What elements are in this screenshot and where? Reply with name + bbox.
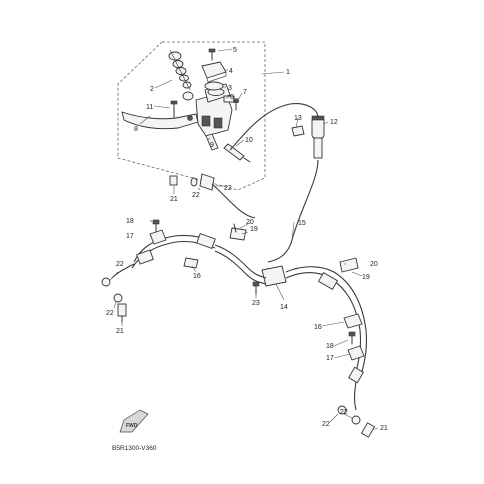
lever-pivot-bolt	[170, 100, 178, 119]
center-hose-b	[214, 250, 267, 285]
fwd-label: FWD	[126, 423, 138, 429]
callout-13: 13	[294, 115, 302, 122]
callout-21-upper: 21	[170, 196, 178, 203]
callout-10: 10	[245, 137, 253, 144]
cap-screw	[208, 48, 216, 61]
callout-20-center: 20	[246, 219, 254, 226]
diaphragm	[204, 81, 224, 91]
callout-23: 23	[252, 300, 260, 307]
callout-16-right: 16	[314, 324, 322, 331]
left-hose-guide	[183, 257, 199, 269]
callout-21-left: 21	[116, 328, 124, 335]
callout-22-left-a: 22	[116, 261, 124, 268]
callout-22-upper-b: 22	[224, 185, 232, 192]
reservoir-cap	[201, 61, 227, 83]
callout-6: 6	[230, 94, 234, 101]
callout-16-left: 16	[193, 273, 201, 280]
callout-21-right: 21	[380, 425, 388, 432]
callout-15: 15	[298, 220, 306, 227]
callout-8: 8	[134, 126, 138, 133]
left-brake-hose	[131, 232, 216, 269]
callout-1: 1	[286, 69, 290, 76]
reservoir-upper-hose	[229, 103, 319, 151]
right-hose-clamp	[343, 313, 365, 361]
callout-9: 9	[210, 142, 214, 149]
piston-kit	[168, 49, 194, 101]
callout-18-right: 18	[326, 343, 334, 350]
master-cylinder-body	[195, 83, 233, 137]
right-caliper-fitting	[337, 381, 376, 438]
right-hose-clip	[339, 257, 359, 273]
brake-hose-union	[223, 143, 251, 163]
callout-22-upper-a: 22	[192, 192, 200, 199]
reservoir-hose	[267, 159, 319, 263]
left-hose-clamp	[149, 219, 167, 245]
callout-14: 14	[280, 304, 288, 311]
master-cylinder-assembly-boundary	[117, 41, 266, 191]
left-caliper-fitting	[101, 263, 135, 323]
brake-light-switch	[223, 95, 239, 103]
callout-22-left-b: 22	[106, 310, 114, 317]
leader-lines	[109, 48, 379, 431]
callout-labels: 1 2 3 4 5 6 7 8 9 10 11 12 13 14 15 16 1…	[106, 47, 388, 432]
upper-banjo-fitting	[169, 173, 256, 219]
callout-22-right-a: 22	[322, 421, 330, 428]
switch-screw	[233, 99, 239, 111]
reservoir-tank	[311, 115, 325, 159]
callout-3: 3	[228, 85, 232, 92]
center-hose-clip	[229, 223, 247, 241]
callout-18-left: 18	[126, 218, 134, 225]
callout-19-center: 19	[250, 226, 258, 233]
reservoir-bracket	[291, 125, 305, 137]
diagram-code: B5R1300-V360	[112, 445, 157, 452]
callout-2: 2	[150, 86, 154, 93]
callout-11: 11	[146, 104, 153, 111]
callout-4: 4	[229, 68, 233, 75]
union-bolt	[205, 133, 219, 151]
forward-direction-emblem: FWD	[119, 409, 149, 433]
brake-lever	[121, 111, 199, 130]
center-hose	[214, 244, 267, 279]
callout-17-left: 17	[126, 233, 134, 240]
callout-17-right: 17	[326, 355, 334, 362]
callout-7: 7	[243, 89, 247, 96]
callout-19-right: 19	[362, 274, 370, 281]
hose-joint	[252, 265, 287, 295]
callout-22-right-b: 22	[340, 409, 348, 416]
callout-5: 5	[233, 47, 237, 54]
callout-20-right: 20	[370, 261, 378, 268]
callout-12: 12	[330, 119, 338, 126]
